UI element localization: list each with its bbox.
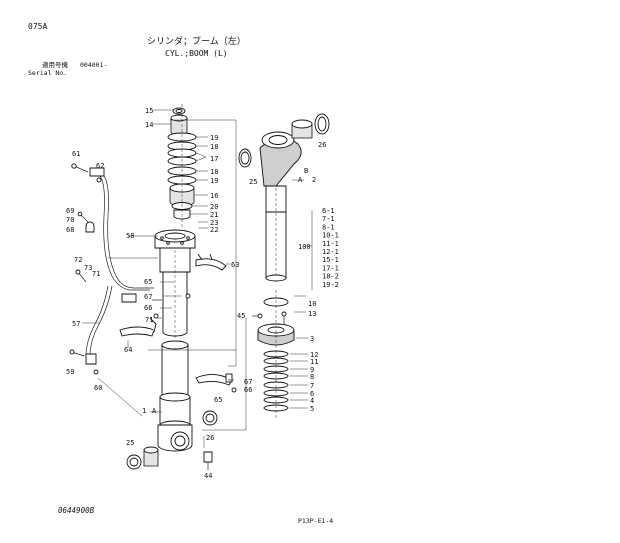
- callout-58: 58: [126, 232, 134, 240]
- title-japanese: シリンダ；ブーム（左）: [147, 35, 246, 47]
- callout-25: 25: [126, 439, 134, 447]
- callout-22: 22: [210, 226, 218, 234]
- kit-list-item: 11-1: [322, 240, 339, 248]
- callout-45: 45: [237, 312, 245, 320]
- callout-65: 65: [144, 278, 152, 286]
- callout-71: 71: [145, 316, 153, 324]
- callout-73: 73: [84, 264, 92, 272]
- callout-57: 57: [72, 320, 80, 328]
- leader-lines: [82, 109, 313, 448]
- callout-66: 66: [244, 386, 252, 394]
- callout-44: 44: [204, 472, 212, 480]
- callout-66: 66: [144, 304, 152, 312]
- title-english: CYL.;BOOM (L): [165, 49, 228, 58]
- callout-72: 72: [74, 256, 82, 264]
- cylinder-tube: [154, 229, 196, 452]
- kit-list-item: 15-1: [322, 256, 339, 264]
- callout-19: 19: [210, 134, 218, 142]
- callout-11: 11: [310, 358, 318, 366]
- callout-23: 23: [210, 219, 218, 227]
- callout-26: 26: [206, 434, 214, 442]
- callout-68: 68: [66, 226, 74, 234]
- callout-8: 8: [310, 373, 314, 381]
- callout-19: 19: [210, 177, 218, 185]
- piston-head-stack: [257, 290, 295, 420]
- callout-62: 62: [96, 162, 104, 170]
- callout-64: 64: [124, 346, 132, 354]
- callout-20: 20: [210, 203, 218, 211]
- callout-15: 15: [145, 107, 153, 115]
- callout-3: 3: [310, 335, 314, 343]
- callout-25: 25: [249, 178, 257, 186]
- kit-list-item: 10-1: [322, 232, 339, 240]
- callout-17: 17: [210, 155, 218, 163]
- callout-59: 59: [66, 368, 74, 376]
- callout-18: 18: [210, 143, 218, 151]
- callout-B: B: [304, 167, 308, 175]
- page-reference: P13P-E1-4: [298, 517, 333, 525]
- callout-10: 10: [308, 300, 316, 308]
- kit-list-item: 8-1: [322, 223, 335, 231]
- callout-4: 4: [310, 397, 314, 405]
- hydraulic-piping: [85, 167, 154, 365]
- callout-100: 100: [298, 243, 311, 251]
- callout-61: 61: [72, 150, 80, 158]
- bottom-bushings: [126, 410, 218, 470]
- callout-2: 2: [312, 176, 316, 184]
- callout-13: 13: [308, 310, 316, 318]
- clamp-brackets: [119, 253, 233, 386]
- callout-6: 6: [310, 390, 314, 398]
- kit-list-item: 12-1: [322, 248, 339, 256]
- serial-label-jp: 適用号機: [42, 60, 69, 69]
- kit-list-item: 18-2: [322, 273, 339, 281]
- drawing-number: 0644900B: [58, 506, 95, 515]
- callout-71: 71: [92, 270, 100, 278]
- piston-rod-assembly: [238, 113, 330, 282]
- callout-65: 65: [214, 396, 222, 404]
- callout-69: 69: [66, 207, 74, 215]
- callout-60: 60: [94, 384, 102, 392]
- kit-list-item: 19-2: [322, 281, 339, 289]
- callout-18: 18: [210, 168, 218, 176]
- kit-list: 6-17-18-110-111-112-115-117-118-219-2: [322, 207, 339, 289]
- callout-26: 26: [318, 141, 326, 149]
- bolts: [69, 163, 287, 470]
- callout-21: 21: [210, 211, 218, 219]
- callout-70: 70: [66, 216, 74, 224]
- serial-label-en: Serial No.: [28, 69, 67, 77]
- callout-16: 16: [210, 192, 218, 200]
- serial-value: 004001-: [80, 61, 107, 69]
- seal-stack-group: [167, 104, 197, 228]
- callout-67: 67: [144, 293, 152, 301]
- callout-67: 67: [244, 378, 252, 386]
- callout-7: 7: [310, 382, 314, 390]
- callout-9: 9: [310, 366, 314, 374]
- callout-A: A: [298, 176, 303, 184]
- page-code: 075A: [28, 22, 47, 31]
- callout-labels: 15 14 19 18 17 18 19 16 20 21 23 22 61 6…: [66, 107, 326, 480]
- callout-A: A: [152, 407, 157, 415]
- callout-14: 14: [145, 121, 153, 129]
- callout-12: 12: [310, 351, 318, 359]
- kit-list-item: 17-1: [322, 264, 339, 272]
- callout-63: 63: [231, 261, 239, 269]
- callout-5: 5: [310, 405, 314, 413]
- kit-list-item: 7-1: [322, 215, 335, 223]
- callout-1: 1: [142, 407, 146, 415]
- kit-list-item: 6-1: [322, 207, 335, 215]
